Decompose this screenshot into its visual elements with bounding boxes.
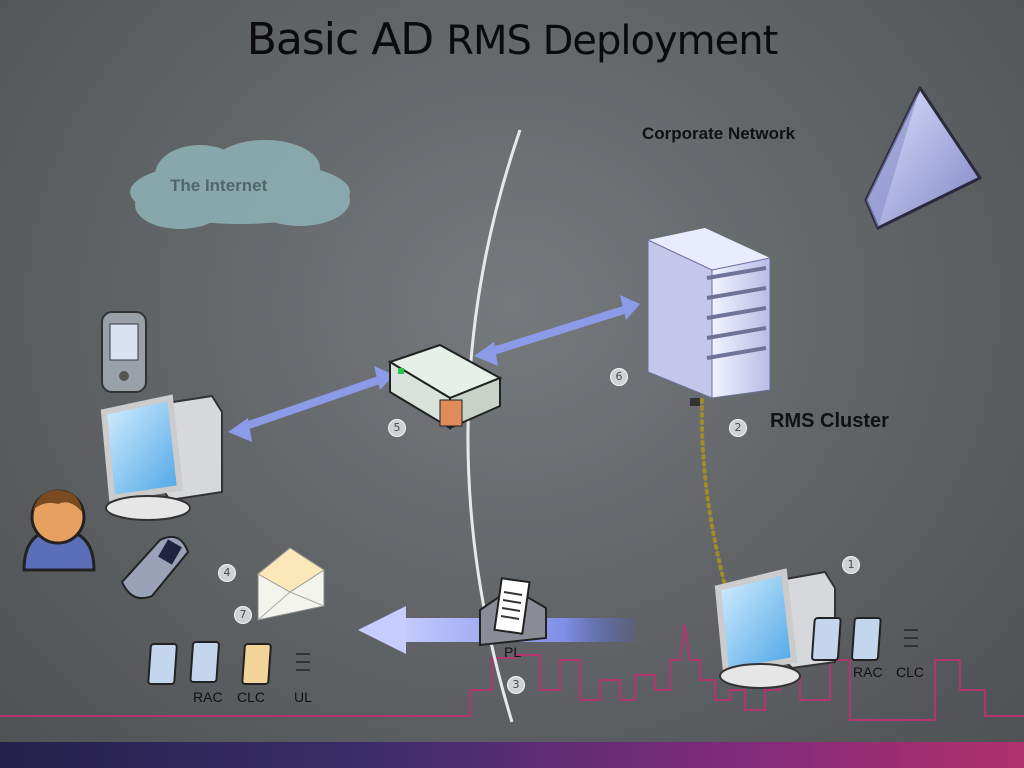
step-6-badge: 6	[610, 368, 628, 386]
arrow-router-server	[474, 295, 640, 366]
router-icon	[387, 343, 503, 430]
arrow-router-desktop	[228, 366, 394, 442]
pyramid-icon	[864, 86, 982, 230]
document-icon-clc-right	[851, 617, 918, 661]
slide-title: Basic AD RMS Deployment	[0, 14, 1024, 65]
envelope-icon	[257, 547, 325, 621]
title-part-1: Basic AD	[246, 14, 434, 65]
doc-label-ul: UL	[294, 689, 312, 705]
doc-label-pl: PL	[504, 644, 522, 660]
step-4-badge: 4	[218, 564, 236, 582]
server-icon	[647, 228, 771, 406]
pl-envelope-icon	[479, 577, 547, 647]
skyline-line	[0, 624, 1024, 721]
step-5-badge: 5	[388, 419, 406, 437]
step-3-badge: 3	[507, 676, 525, 694]
bottom-gradient-bar	[0, 742, 1024, 768]
step-2-badge: 2	[729, 419, 747, 437]
corporate-network-label: Corporate Network	[642, 124, 796, 143]
cloud-icon	[130, 140, 350, 229]
rms-cluster-label: RMS Cluster	[770, 410, 889, 432]
desktop-computer-icon	[100, 394, 223, 521]
step-7-badge: 7	[234, 606, 252, 624]
dotted-link	[699, 398, 727, 587]
pda-icon	[101, 311, 147, 393]
user-icon	[22, 489, 96, 572]
doc-label-clc-right: CLC	[896, 664, 925, 680]
internet-label: The Internet	[170, 176, 268, 195]
step-1-badge: 1	[842, 556, 860, 574]
mobile-phone-icon	[120, 536, 190, 600]
doc-label-rac-right: RAC	[853, 664, 883, 680]
title-part-2: RMS Deployment	[446, 18, 778, 64]
document-icon-ul	[241, 643, 310, 685]
doc-label-clc-left: CLC	[237, 689, 266, 705]
doc-label-rac-left: RAC	[193, 689, 223, 705]
